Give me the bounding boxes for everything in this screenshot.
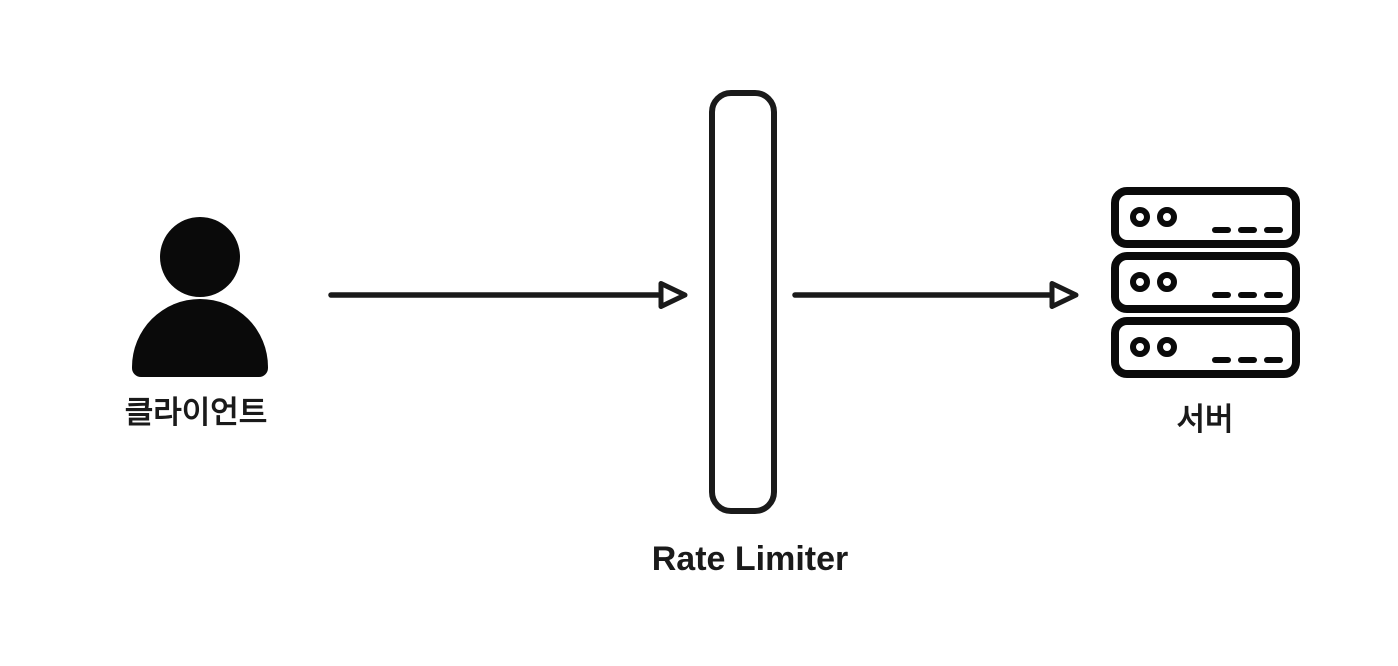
- rate-limiter-bar: [709, 90, 777, 514]
- person-icon: [132, 217, 268, 377]
- arrow-client-to-limiter: [328, 281, 688, 309]
- server-stack-icon: [1111, 187, 1300, 378]
- rate-limiter-label: Rate Limiter: [652, 540, 849, 578]
- server-node: 서버: [1111, 187, 1300, 437]
- client-node: 클라이언트: [125, 217, 268, 430]
- server-unit: [1111, 317, 1300, 378]
- arrowhead-icon: [658, 281, 688, 309]
- person-body: [132, 299, 268, 377]
- server-led-icon: [1157, 337, 1177, 357]
- server-unit: [1111, 187, 1300, 248]
- arrowhead-icon: [1049, 281, 1079, 309]
- person-head: [160, 217, 240, 297]
- server-led-icon: [1130, 207, 1150, 227]
- server-led-icon: [1157, 272, 1177, 292]
- rate-limiter-node: Rate Limiter: [652, 90, 849, 578]
- server-unit: [1111, 252, 1300, 313]
- server-label: 서버: [1176, 402, 1233, 437]
- server-led-icon: [1130, 337, 1150, 357]
- client-label: 클라이언트: [125, 395, 268, 430]
- server-led-icon: [1130, 272, 1150, 292]
- arrow-limiter-to-server: [792, 281, 1079, 309]
- server-led-icon: [1157, 207, 1177, 227]
